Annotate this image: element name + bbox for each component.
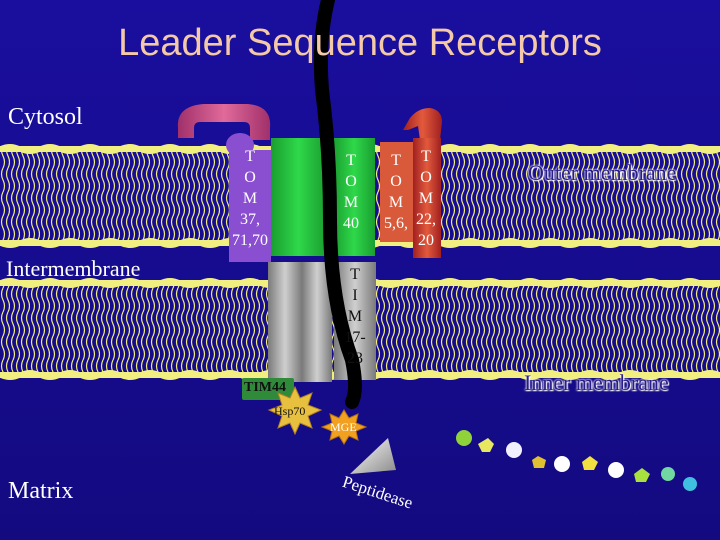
tom5-6-column: [380, 142, 413, 242]
tom22-label-line: M: [418, 190, 434, 207]
mge-star-icon: [320, 409, 368, 445]
tom37-stalk: [229, 150, 271, 262]
tom37-label-line: T: [245, 148, 255, 165]
tom22-20-column: [413, 138, 441, 258]
tom40-left-block: [271, 138, 326, 256]
tom5-6-label-line: 5,6,: [384, 215, 408, 232]
tim17-label-line: T: [350, 266, 360, 283]
tom40-label-line: 40: [343, 215, 359, 232]
tom40-right-block: [333, 138, 375, 256]
tom37-label-line: O: [244, 169, 256, 186]
tom40-label-line: M: [343, 194, 359, 211]
peptide-chain-icon: [313, 0, 362, 409]
tom5-6-label-line: M: [388, 194, 404, 211]
tom22-receptor-hook: [403, 108, 442, 140]
tom40-label: T O M 40: [334, 150, 368, 234]
hsp70-star-icon: [267, 385, 323, 436]
tim17-label-line: 23: [347, 350, 363, 367]
tim17-label-line: I: [352, 287, 358, 304]
tom5-6-label: T O M 5,6,: [376, 150, 416, 234]
amino-acid-beads-icon: [456, 430, 697, 491]
tom22-label-line: O: [420, 169, 432, 186]
tom22-label-line: T: [421, 148, 431, 165]
tim17-label-line: M: [347, 308, 363, 325]
region-label-cytosol: Cytosol: [8, 104, 83, 130]
outer-membrane-label: Outer membrane: [528, 160, 677, 185]
tim-left-block: [268, 262, 302, 382]
tom22-label-line: 20: [418, 232, 434, 249]
tom40-label-line: O: [345, 173, 357, 190]
tom37-70-label: T O M 37, 71,70: [226, 146, 274, 251]
mge-label: MGE: [330, 420, 357, 434]
tom5-6-label-line: T: [391, 152, 401, 169]
tim44-label: TIM44: [244, 380, 286, 395]
region-label-matrix: Matrix: [8, 478, 74, 504]
tom22-20-label: T O M 22, 20: [410, 146, 442, 251]
hsp70-label: Hsp70: [274, 404, 306, 418]
tom5-6-label-line: O: [390, 173, 402, 190]
region-label-intermembrane: Intermembrane: [6, 256, 141, 281]
tim17-label-line: 17-: [344, 329, 366, 346]
tom70-receptor-arch: [177, 104, 271, 140]
peptidase-wedge-icon: [350, 438, 396, 474]
tom37-label-line: 37,: [240, 211, 260, 228]
page-title: Leader Sequence Receptors: [118, 22, 602, 64]
tom37-label-line: M: [242, 190, 258, 207]
inner-membrane-label: Inner membrane: [524, 370, 669, 395]
tim17-23-label: T I M 17- 23: [336, 264, 374, 369]
tom37-label-line: 71,70: [232, 232, 268, 249]
tom22-label-line: 22,: [416, 211, 436, 228]
tom40-label-line: T: [346, 152, 356, 169]
